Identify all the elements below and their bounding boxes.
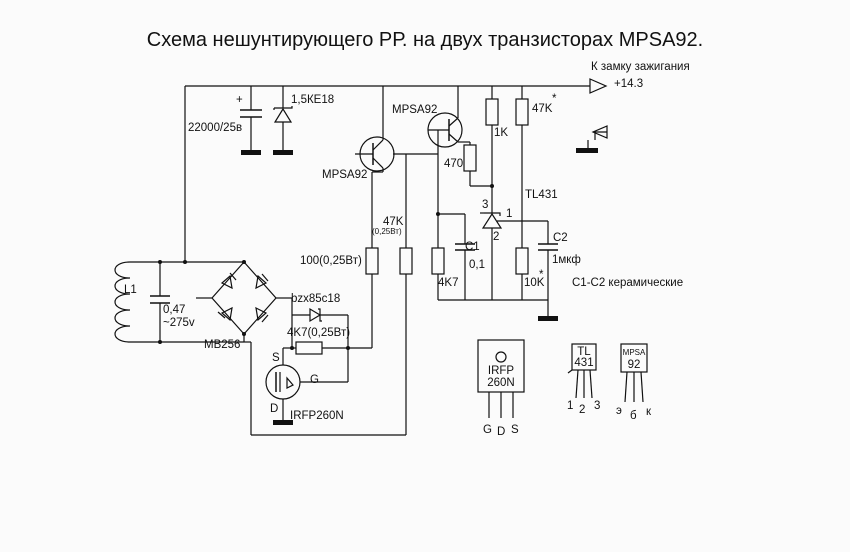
capacitor-c2 — [522, 220, 558, 321]
mosfet-irfp260n — [244, 341, 349, 435]
c2-value: 1мкф — [552, 254, 581, 266]
pinout-tl431 — [567, 343, 597, 399]
mos-g-label: G — [310, 374, 319, 386]
pinout-irfp-line1: IRFP — [488, 365, 515, 377]
mosfet-label: IRFP260N — [290, 410, 344, 422]
pinout-mpsa-pin-e: э — [616, 405, 622, 417]
zener-label: bzx85c18 — [291, 293, 340, 305]
r-4k7-label: 4K7 — [438, 277, 458, 289]
cap-main-label: 22000/25в — [188, 122, 242, 134]
r-47k-top-label: 47K — [532, 103, 553, 115]
resistor-47k-top — [515, 86, 529, 248]
cap-ac-voltage: ~275v — [163, 317, 195, 329]
cap-plus-sign: + — [236, 94, 243, 106]
r-470-label: 470 — [444, 158, 463, 170]
pinout-tl-pin3: 3 — [594, 400, 600, 412]
ground-right — [576, 125, 608, 153]
pinout-tl-pin1: 1 — [567, 400, 573, 412]
pinout-mpsa-line1: MPSA — [623, 348, 646, 357]
ground-symbol — [273, 150, 293, 155]
capacitor-c1 — [436, 212, 475, 300]
r-47k-top-star: * — [552, 93, 557, 105]
pinout-irfp-line2: 260N — [487, 377, 515, 389]
r-1k-label: 1K — [494, 127, 508, 139]
diode-bridge — [196, 260, 292, 342]
tl-pin1-label: 1 — [506, 208, 512, 220]
r-47k-mid-sub: (0,25Вт) — [372, 227, 402, 236]
transistor-right — [427, 86, 470, 248]
pinout-mpsa-pin-k: к — [646, 406, 652, 418]
transistor-left-label: MPSA92 — [322, 169, 367, 181]
transistor-right-label: MPSA92 — [392, 104, 437, 116]
capacitor-ac — [150, 260, 187, 344]
pinout-irfp-pin-s: S — [511, 424, 519, 436]
resistor-100 — [348, 171, 383, 349]
transistor-left — [355, 86, 438, 248]
coil-label: L1 — [124, 284, 137, 296]
r-4k7-gate-label: 4K7(0,25Вт) — [287, 327, 350, 339]
pinout-irfp-pin-g: G — [483, 424, 492, 436]
c1-label: C1 — [465, 241, 480, 253]
ceramic-note: C1-C2 керамические — [572, 277, 683, 289]
mos-s-label: S — [272, 352, 280, 364]
ignition-voltage: +14.3 — [614, 78, 643, 90]
r-10k-star: * — [539, 269, 544, 281]
cap-ac-label: 0,47 — [163, 304, 185, 316]
capacitor-22000 — [240, 86, 262, 155]
tl431-regulator — [480, 184, 522, 300]
pinout-irfp — [477, 339, 525, 418]
ignition-label: К замку зажигания — [591, 61, 690, 73]
bridge-label: MB256 — [204, 339, 240, 351]
tl-pin2-label: 2 — [493, 231, 499, 243]
suppressor-diode — [273, 86, 293, 155]
pinout-tl-pin2: 2 — [579, 404, 585, 416]
diagram-title: Схема нешунтирующего РР. на двух транзис… — [147, 29, 703, 51]
r-47k-mid-label: 47K — [383, 216, 404, 228]
pinout-irfp-pin-d: D — [497, 426, 505, 438]
resistor-10k — [438, 247, 548, 301]
r-100-label: 100(0,25Вт) — [300, 255, 362, 267]
pinout-tl-line2: 431 — [574, 357, 593, 369]
resistor-470 — [463, 142, 492, 187]
resistor-4k7-gate — [290, 315, 350, 355]
resistor-47k-mid — [251, 247, 413, 436]
ground-symbol — [241, 150, 261, 155]
r-10k-label: 10K — [524, 277, 545, 289]
c1-value: 0,1 — [469, 259, 485, 271]
pinout-mpsa-line2: 92 — [628, 359, 641, 371]
suppressor-label: 1,5КЕ18 — [291, 94, 334, 106]
resistor-4k7 — [431, 247, 445, 300]
tl-pin3-label: 3 — [482, 199, 488, 211]
pinout-mpsa-pin-b: б — [630, 410, 637, 422]
zener-diode — [291, 298, 349, 348]
mos-d-label: D — [270, 403, 278, 415]
resistor-1k — [485, 86, 499, 186]
c2-label: C2 — [553, 232, 568, 244]
pinout-mpsa92 — [620, 343, 648, 403]
coil-l1 — [114, 261, 244, 343]
tl431-label: TL431 — [525, 189, 558, 201]
pinout-tl-line1: TL — [577, 346, 591, 358]
